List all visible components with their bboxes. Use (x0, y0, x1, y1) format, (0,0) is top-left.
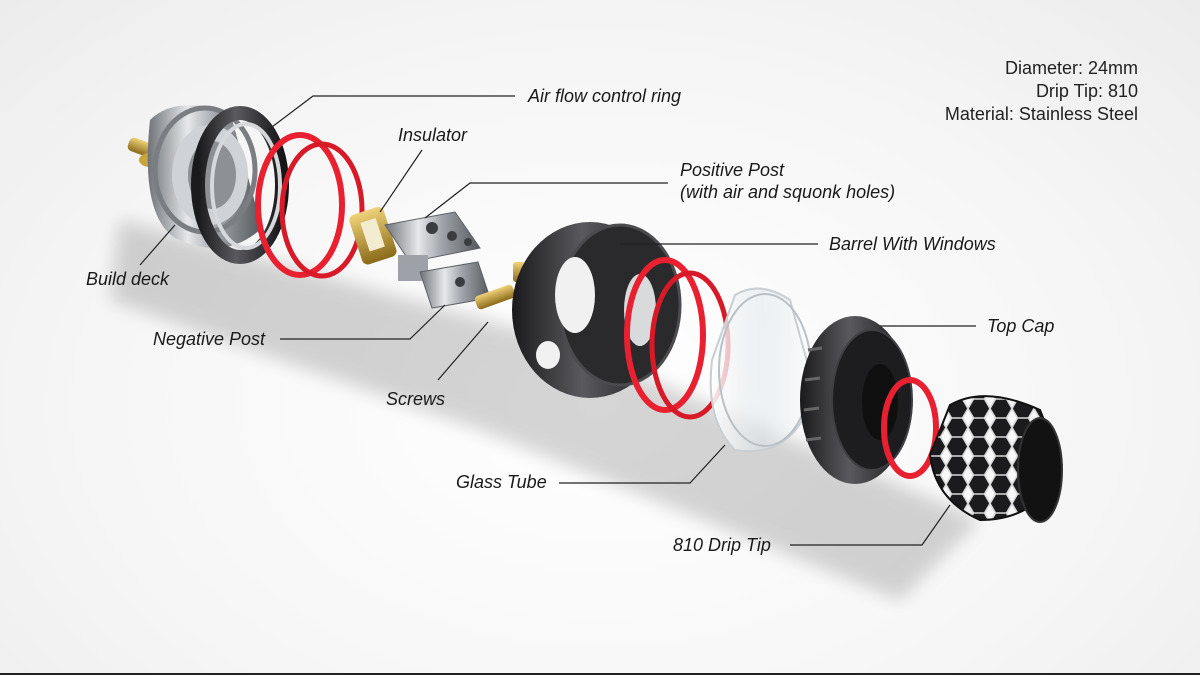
spec-block: Diameter: 24mm Drip Tip: 810 Material: S… (945, 57, 1138, 126)
leader-positive-post (424, 182, 668, 219)
label-air-flow-ring: Air flow control ring (528, 86, 682, 106)
insulator-part (349, 206, 397, 265)
positive-post-part (384, 211, 481, 281)
leader-glass-tube (559, 444, 726, 484)
label-insulator: Insulator (398, 125, 468, 145)
label-screws: Screws (386, 389, 446, 409)
leader-insulator (379, 149, 423, 213)
label-top-cap: Top Cap (987, 316, 1055, 336)
drip-tip-part (928, 395, 1064, 523)
spec-material: Material: Stainless Steel (944, 104, 1138, 124)
o-ring-small (881, 377, 939, 479)
leader-screws (437, 321, 489, 381)
label-build-deck: Build deck (86, 269, 170, 289)
label-barrel: Barrel With Windows (829, 234, 996, 254)
spec-drip-tip: Drip Tip: 810 (1035, 81, 1138, 101)
label-positive-post-line2: (with air and squonk holes) (680, 182, 896, 202)
label-glass-tube: Glass Tube (456, 472, 547, 492)
air-flow-ring-part (191, 106, 289, 264)
leader-air-flow-ring (267, 95, 515, 131)
spec-diameter: Diameter: 24mm (1004, 58, 1138, 78)
bottom-rule (0, 673, 1200, 675)
floor-shadow (110, 220, 980, 600)
top-cap-part (800, 316, 913, 484)
leader-negative-post (280, 304, 446, 340)
label-positive-post-line1: Positive Post (680, 160, 785, 180)
label-drip-tip: 810 Drip Tip (673, 535, 771, 555)
o-rings-left (255, 132, 365, 279)
leader-lines (139, 95, 976, 546)
leader-build-deck (139, 224, 176, 266)
leader-drip-tip (790, 504, 951, 546)
label-negative-post: Negative Post (153, 329, 266, 349)
